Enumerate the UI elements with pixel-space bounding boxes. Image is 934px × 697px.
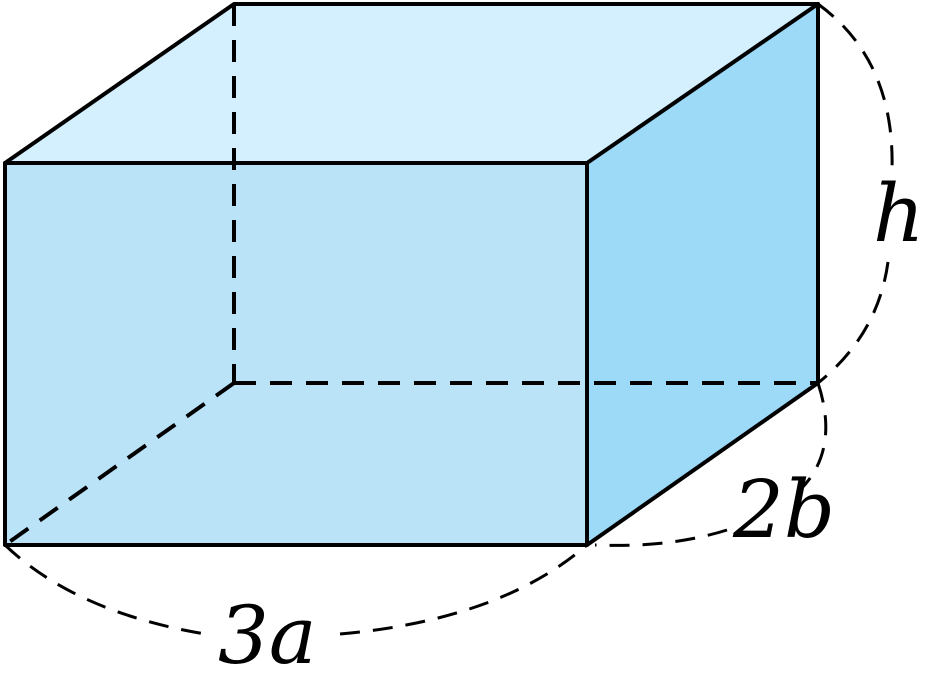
front-face-outline xyxy=(3,161,589,547)
height-label: h xyxy=(873,167,925,260)
depth-label: 2b xyxy=(732,463,835,556)
prism-side-face xyxy=(587,4,818,545)
length-label: 3a xyxy=(218,589,317,682)
length-dimension-arc-right xyxy=(339,543,588,636)
depth-dimension-arc-lower xyxy=(594,528,728,547)
hidden-edge-depth xyxy=(3,381,236,547)
height-dimension-arc xyxy=(817,2,894,171)
length-dimension-arc xyxy=(3,543,206,636)
prism-top-face xyxy=(5,4,818,163)
depth-dimension-arc xyxy=(798,382,828,492)
prism-front-face xyxy=(5,163,587,545)
height-dimension-arc-lower xyxy=(817,261,890,385)
